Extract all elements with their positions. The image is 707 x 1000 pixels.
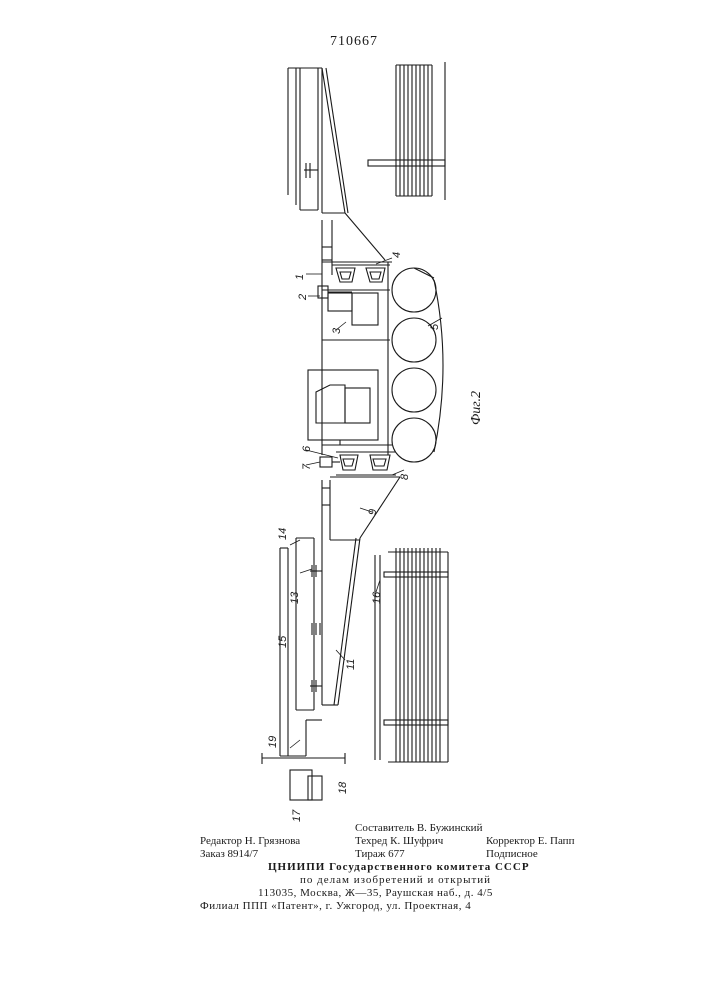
label-9: 9 [367,509,379,515]
label-13: 13 [289,591,301,604]
proofreader: Корректор Е. Папп [486,835,574,848]
lower-rail-assembly [280,477,400,756]
label-17: 17 [291,809,303,822]
circulation: Тираж 677 [355,848,405,861]
label-6: 7 [301,463,313,470]
lower-stack [375,548,448,762]
label-2: 6 [301,445,313,452]
label-15: 15 [277,635,289,648]
label-3: 4 [391,252,403,258]
compiler: Составитель В. Бужинский [355,822,482,835]
label-8: 8 [399,473,411,480]
figure-caption: Фиг.2 [469,391,484,425]
order-number: Заказ 8914/7 [200,848,258,861]
tech-editor: Техред К. Шуфрич [355,835,443,848]
label-18: 18 [337,781,349,794]
label-11: 11 [345,659,357,670]
label-19: 19 [267,736,279,748]
main-frame [308,262,396,475]
label-16: 16 [371,591,383,604]
label-14: 14 [277,528,289,540]
branch-address: Филиал ППП «Патент», г. Ужгород, ул. Про… [200,900,471,913]
rollers [392,268,443,462]
institute-line1: ЦНИИПИ Государственного комитета СССР [268,861,530,874]
upper-rail-assembly [288,68,385,275]
subscription: Подписное [486,848,538,861]
upper-stack [368,62,445,200]
institute-line2: по делам изобретений и открытий [300,874,491,887]
label-5: 2 [297,294,309,301]
editor: Редактор Н. Грязнова [200,835,300,848]
leader-lines [290,258,442,748]
label-7: 1 [294,274,306,280]
institute-address: 113035, Москва, Ж—35, Раушская наб., д. … [258,887,493,900]
label-1: 5 [429,323,441,330]
section-view [262,753,345,800]
label-4: 3 [331,327,343,334]
